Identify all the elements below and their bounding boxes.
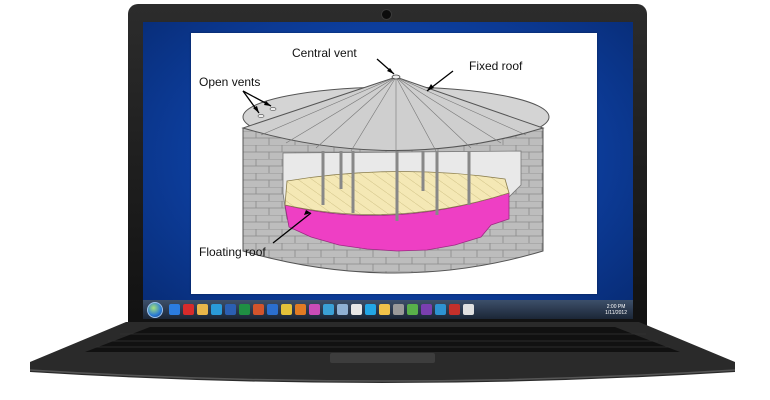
pdf-icon[interactable] [183, 304, 194, 315]
roof-support-columns [321, 151, 471, 221]
fixed-roof-tank-diagram [241, 58, 550, 274]
app-icon[interactable] [463, 304, 474, 315]
taskbar: 2:00 PM 1/11/2012 [143, 300, 633, 319]
calculator-icon[interactable] [337, 304, 348, 315]
folder-icon[interactable] [197, 304, 208, 315]
onenote-icon[interactable] [421, 304, 432, 315]
firefox-icon[interactable] [295, 304, 306, 315]
outlook-icon[interactable] [267, 304, 278, 315]
open-vent [257, 114, 265, 118]
laptop-base [30, 322, 735, 383]
fixed-roof-label: Fixed roof [469, 59, 523, 73]
paint-icon[interactable] [323, 304, 334, 315]
itunes-icon[interactable] [309, 304, 320, 315]
desktop-screen: Central vent Fixed roof Open vents Float… [143, 22, 633, 319]
explorer-icon[interactable] [379, 304, 390, 315]
callout-arrowheads [253, 68, 434, 215]
skype-icon[interactable] [365, 304, 376, 315]
chrome-icon[interactable] [281, 304, 292, 315]
central-vent [391, 74, 401, 80]
media-icon[interactable] [449, 304, 460, 315]
tank-diagram-slide: Central vent Fixed roof Open vents Float… [191, 33, 597, 294]
floating-roof-label: Floating roof [199, 245, 266, 259]
touchpad[interactable] [330, 353, 435, 363]
clock-time: 2:00 PM [606, 303, 626, 310]
settings-icon[interactable] [393, 304, 404, 315]
start-button[interactable] [147, 301, 163, 318]
ie-icon[interactable] [169, 304, 180, 315]
central-vent-label: Central vent [292, 46, 357, 60]
network-icon[interactable] [407, 304, 418, 315]
media-player-icon[interactable] [211, 304, 222, 315]
keyboard[interactable] [85, 327, 680, 352]
system-clock[interactable]: 2:00 PM 1/11/2012 [605, 304, 627, 316]
fixed-roof [241, 76, 545, 151]
notepad-icon[interactable] [351, 304, 362, 315]
open-vents-label: Open vents [199, 75, 261, 89]
clock-date: 1/11/2012 [605, 309, 627, 316]
webcam-icon [381, 9, 392, 20]
pinned-apps [169, 304, 477, 315]
roof-ribs [260, 76, 527, 152]
excel-icon[interactable] [239, 304, 250, 315]
word-icon[interactable] [225, 304, 236, 315]
open-vent [269, 107, 277, 111]
photos-icon[interactable] [435, 304, 446, 315]
powerpoint-icon[interactable] [253, 304, 264, 315]
